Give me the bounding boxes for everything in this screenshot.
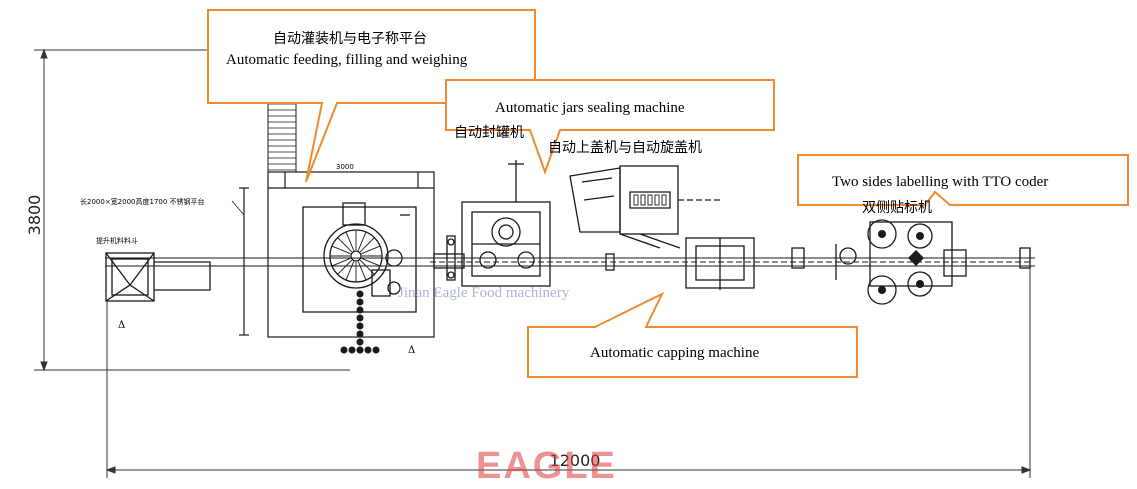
callout-labelling-en: Two sides labelling with TTO coder: [832, 174, 1048, 190]
chain-link: [356, 314, 364, 322]
spoke: [331, 245, 351, 255]
callout-labelling: [797, 154, 1129, 206]
length-dimension-label: 12000: [550, 451, 601, 470]
labelling-machine: [835, 219, 1031, 305]
platform-label: 长2000×宽2000高度1700 不锈钢平台: [80, 197, 205, 206]
chain-link: [356, 338, 364, 346]
callout-feeding-cn: 自动灌装机与电子称平台: [273, 31, 427, 47]
roller-hub: [916, 232, 924, 240]
spoke: [359, 259, 375, 275]
chain-link: [356, 346, 364, 354]
spoke: [337, 259, 353, 275]
platform-width-label: 3000: [336, 163, 354, 171]
sealing-machine: [461, 160, 551, 287]
callout-capping-cn: 自动上盖机与自动旋盖机: [548, 140, 702, 156]
filler-turret-spokes: [330, 230, 382, 282]
hopper-label: 提升机料料斗: [96, 236, 138, 245]
spoke: [357, 261, 367, 281]
chute-slot: [647, 194, 653, 206]
conveyor-line: [105, 257, 1035, 267]
chain-link: [356, 322, 364, 330]
callout-labelling-cn: 双侧贴标机: [862, 200, 932, 216]
hopper-marker: Δ: [118, 320, 125, 331]
spoke: [337, 237, 353, 253]
spoke: [357, 231, 367, 251]
platform-marker: Δ: [408, 345, 415, 356]
capping-machine: [569, 165, 805, 290]
spoke: [331, 257, 351, 267]
chute-slot: [640, 194, 646, 206]
discharge-conveyor: [340, 290, 380, 354]
cap-chute-slots: [633, 194, 667, 206]
roller-hub: [878, 286, 886, 294]
callout-feeding-en: Automatic feeding, filling and weighing: [226, 52, 468, 68]
spoke: [345, 261, 355, 281]
callout-capping: [527, 291, 858, 378]
roller-hub: [878, 230, 886, 238]
chain-link: [356, 290, 364, 298]
length-dimension: [105, 260, 1032, 478]
callout-capping-en: Automatic capping machine: [590, 345, 759, 361]
chain-link: [364, 346, 372, 354]
label-head: [908, 250, 924, 266]
chain-link: [356, 306, 364, 314]
hopper: [105, 252, 211, 302]
height-dimension-label: 3800: [25, 195, 44, 236]
callout-sealing-en: Automatic jars sealing machine: [495, 100, 685, 116]
watermark: Jinan Eagle Food machinery: [398, 285, 570, 301]
chain-link: [356, 330, 364, 338]
spoke: [361, 245, 381, 255]
chute-slot: [661, 194, 667, 206]
chute-slot: [633, 194, 639, 206]
spoke: [345, 231, 355, 251]
chain-link: [356, 298, 364, 306]
chain-link: [372, 346, 380, 354]
transfer-conveyor: [433, 235, 465, 281]
callout-sealing-cn: 自动封罐机: [454, 125, 524, 141]
callout-feeding: [207, 9, 536, 183]
labeller-detail: [878, 230, 924, 294]
chain-link: [340, 346, 348, 354]
spoke: [361, 257, 381, 267]
chute-slot: [654, 194, 660, 206]
eagle-logo: EAGLE: [476, 445, 617, 487]
platform-leader: [231, 200, 245, 216]
roller-hub: [916, 280, 924, 288]
callout-sealing: [445, 79, 775, 175]
spoke: [359, 237, 375, 253]
chain-link: [348, 346, 356, 354]
